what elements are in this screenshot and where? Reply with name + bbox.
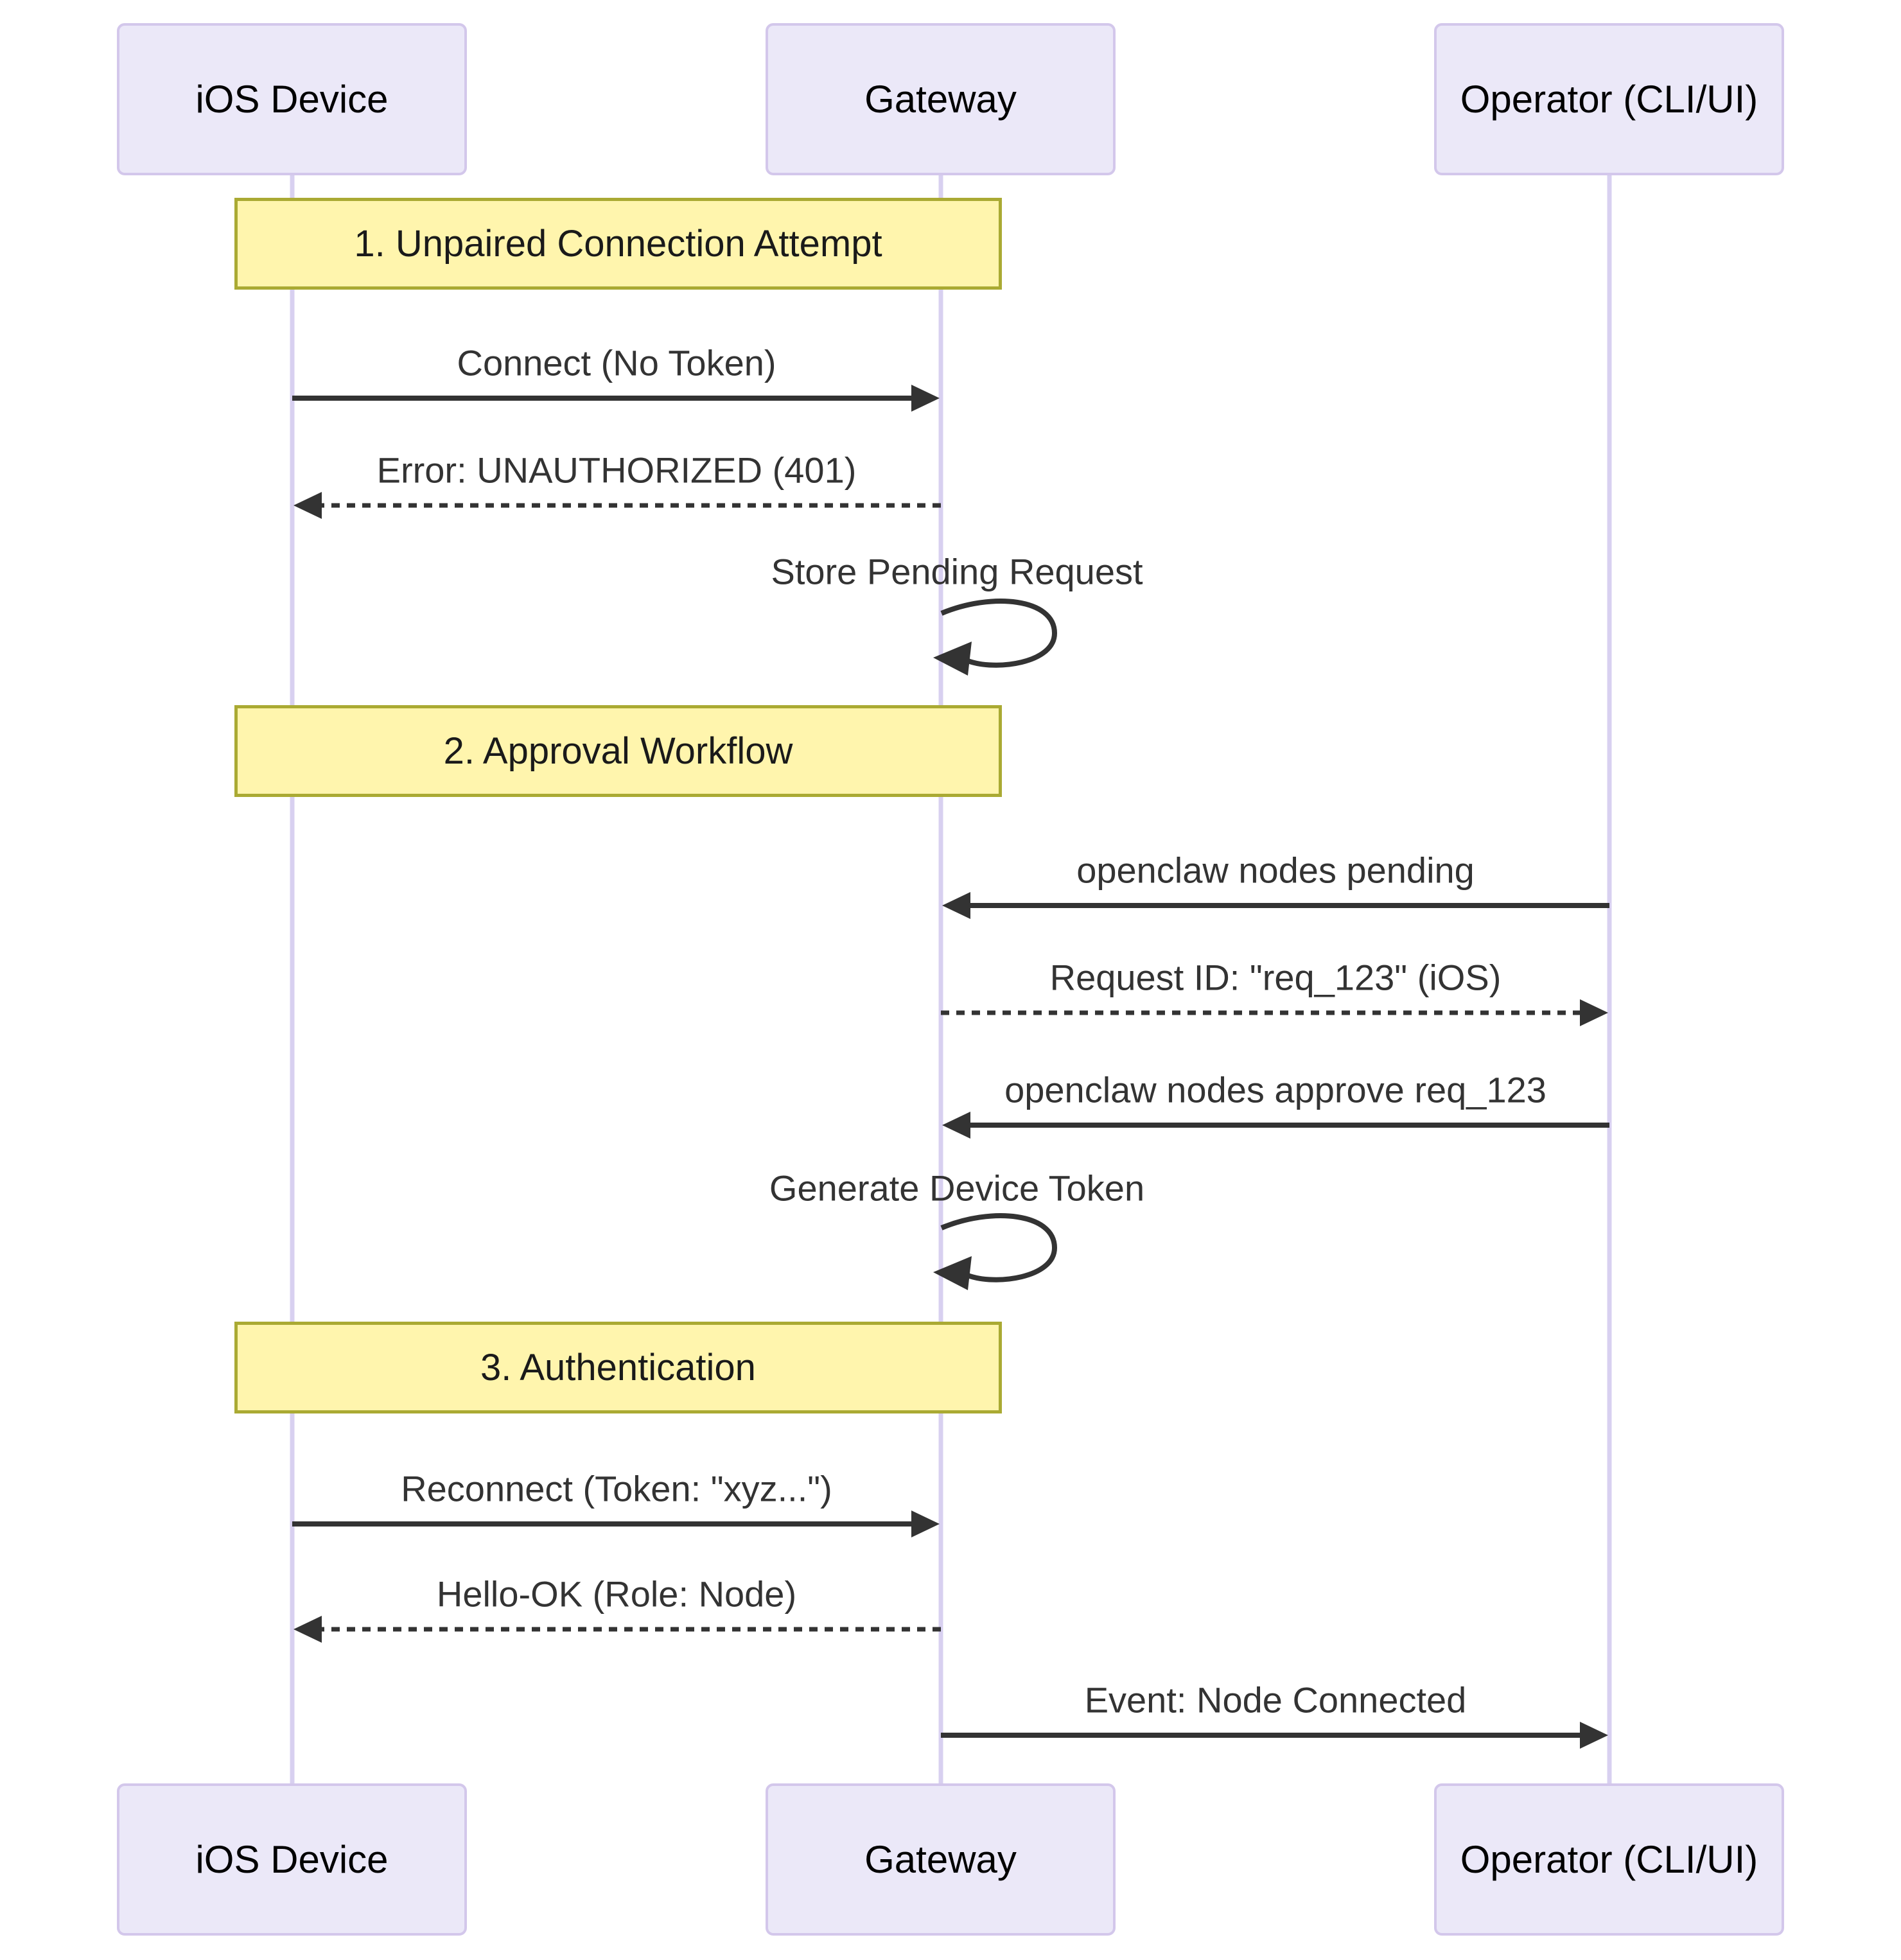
note-label: 1. Unpaired Connection Attempt bbox=[354, 223, 882, 265]
message-label-request-id: Request ID: "req_123" (iOS) bbox=[1049, 957, 1502, 998]
arrow-connect-no-token bbox=[292, 385, 940, 412]
actor-bottom-ios-device: iOS Device bbox=[117, 1783, 467, 1936]
message-label-openclaw-nodes-pending: openclaw nodes pending bbox=[1076, 850, 1475, 891]
arrowhead-left-icon bbox=[293, 1616, 322, 1643]
actor-label: Gateway bbox=[864, 1838, 1017, 1881]
actor-top-operator: Operator (CLI/UI) bbox=[1434, 23, 1784, 175]
actor-label: iOS Device bbox=[195, 78, 389, 121]
note-label: 2. Approval Workflow bbox=[443, 730, 793, 772]
message-label-generate-device-token: Generate Device Token bbox=[769, 1168, 1145, 1209]
message-label-hello-ok: Hello-OK (Role: Node) bbox=[436, 1573, 797, 1614]
arrow-error-unauthorized bbox=[293, 492, 941, 519]
arrow-openclaw-nodes-approve bbox=[942, 1112, 1609, 1139]
message-label-event-node-connected: Event: Node Connected bbox=[1084, 1679, 1467, 1720]
actor-label: Operator (CLI/UI) bbox=[1460, 78, 1758, 121]
arrowhead-right-icon bbox=[911, 385, 940, 412]
actor-top-ios-device: iOS Device bbox=[117, 23, 467, 175]
arrow-request-id bbox=[941, 999, 1608, 1026]
arrow-hello-ok bbox=[293, 1616, 941, 1643]
note-label: 3. Authentication bbox=[480, 1347, 756, 1388]
actor-label: Operator (CLI/UI) bbox=[1460, 1838, 1758, 1881]
message-label-reconnect-token: Reconnect (Token: "xyz...") bbox=[401, 1468, 832, 1509]
message-label-connect-no-token: Connect (No Token) bbox=[457, 342, 776, 383]
actor-top-gateway: Gateway bbox=[766, 23, 1116, 175]
note-unpaired-connection-attempt: 1. Unpaired Connection Attempt bbox=[234, 198, 1002, 290]
arrow-openclaw-nodes-pending bbox=[942, 892, 1609, 919]
self-loop-curve bbox=[940, 599, 1058, 668]
self-loop-generate-device-token bbox=[933, 1213, 1058, 1290]
arrowhead-right-icon bbox=[1580, 1722, 1608, 1749]
actor-label: Gateway bbox=[864, 78, 1017, 121]
actor-bottom-operator: Operator (CLI/UI) bbox=[1434, 1783, 1784, 1936]
message-label-openclaw-nodes-approve: openclaw nodes approve req_123 bbox=[1004, 1069, 1546, 1110]
arrowhead-right-icon bbox=[911, 1510, 940, 1537]
arrowhead-right-icon bbox=[1580, 999, 1608, 1026]
arrowhead-left-icon bbox=[293, 492, 322, 519]
self-loop-store-pending-request bbox=[933, 599, 1058, 676]
note-authentication: 3. Authentication bbox=[234, 1322, 1002, 1413]
arrowhead-left-icon bbox=[942, 892, 970, 919]
arrowhead-left-icon bbox=[933, 642, 972, 676]
actor-label: iOS Device bbox=[195, 1838, 389, 1881]
note-approval-workflow: 2. Approval Workflow bbox=[234, 705, 1002, 797]
arrow-reconnect-token bbox=[292, 1510, 940, 1537]
message-label-error-unauthorized: Error: UNAUTHORIZED (401) bbox=[376, 450, 857, 491]
self-loop-curve bbox=[940, 1213, 1058, 1282]
actor-bottom-gateway: Gateway bbox=[766, 1783, 1116, 1936]
message-label-store-pending-request: Store Pending Request bbox=[771, 551, 1143, 592]
arrow-event-node-connected bbox=[941, 1722, 1608, 1749]
arrowhead-left-icon bbox=[942, 1112, 970, 1139]
arrowhead-left-icon bbox=[933, 1256, 972, 1290]
